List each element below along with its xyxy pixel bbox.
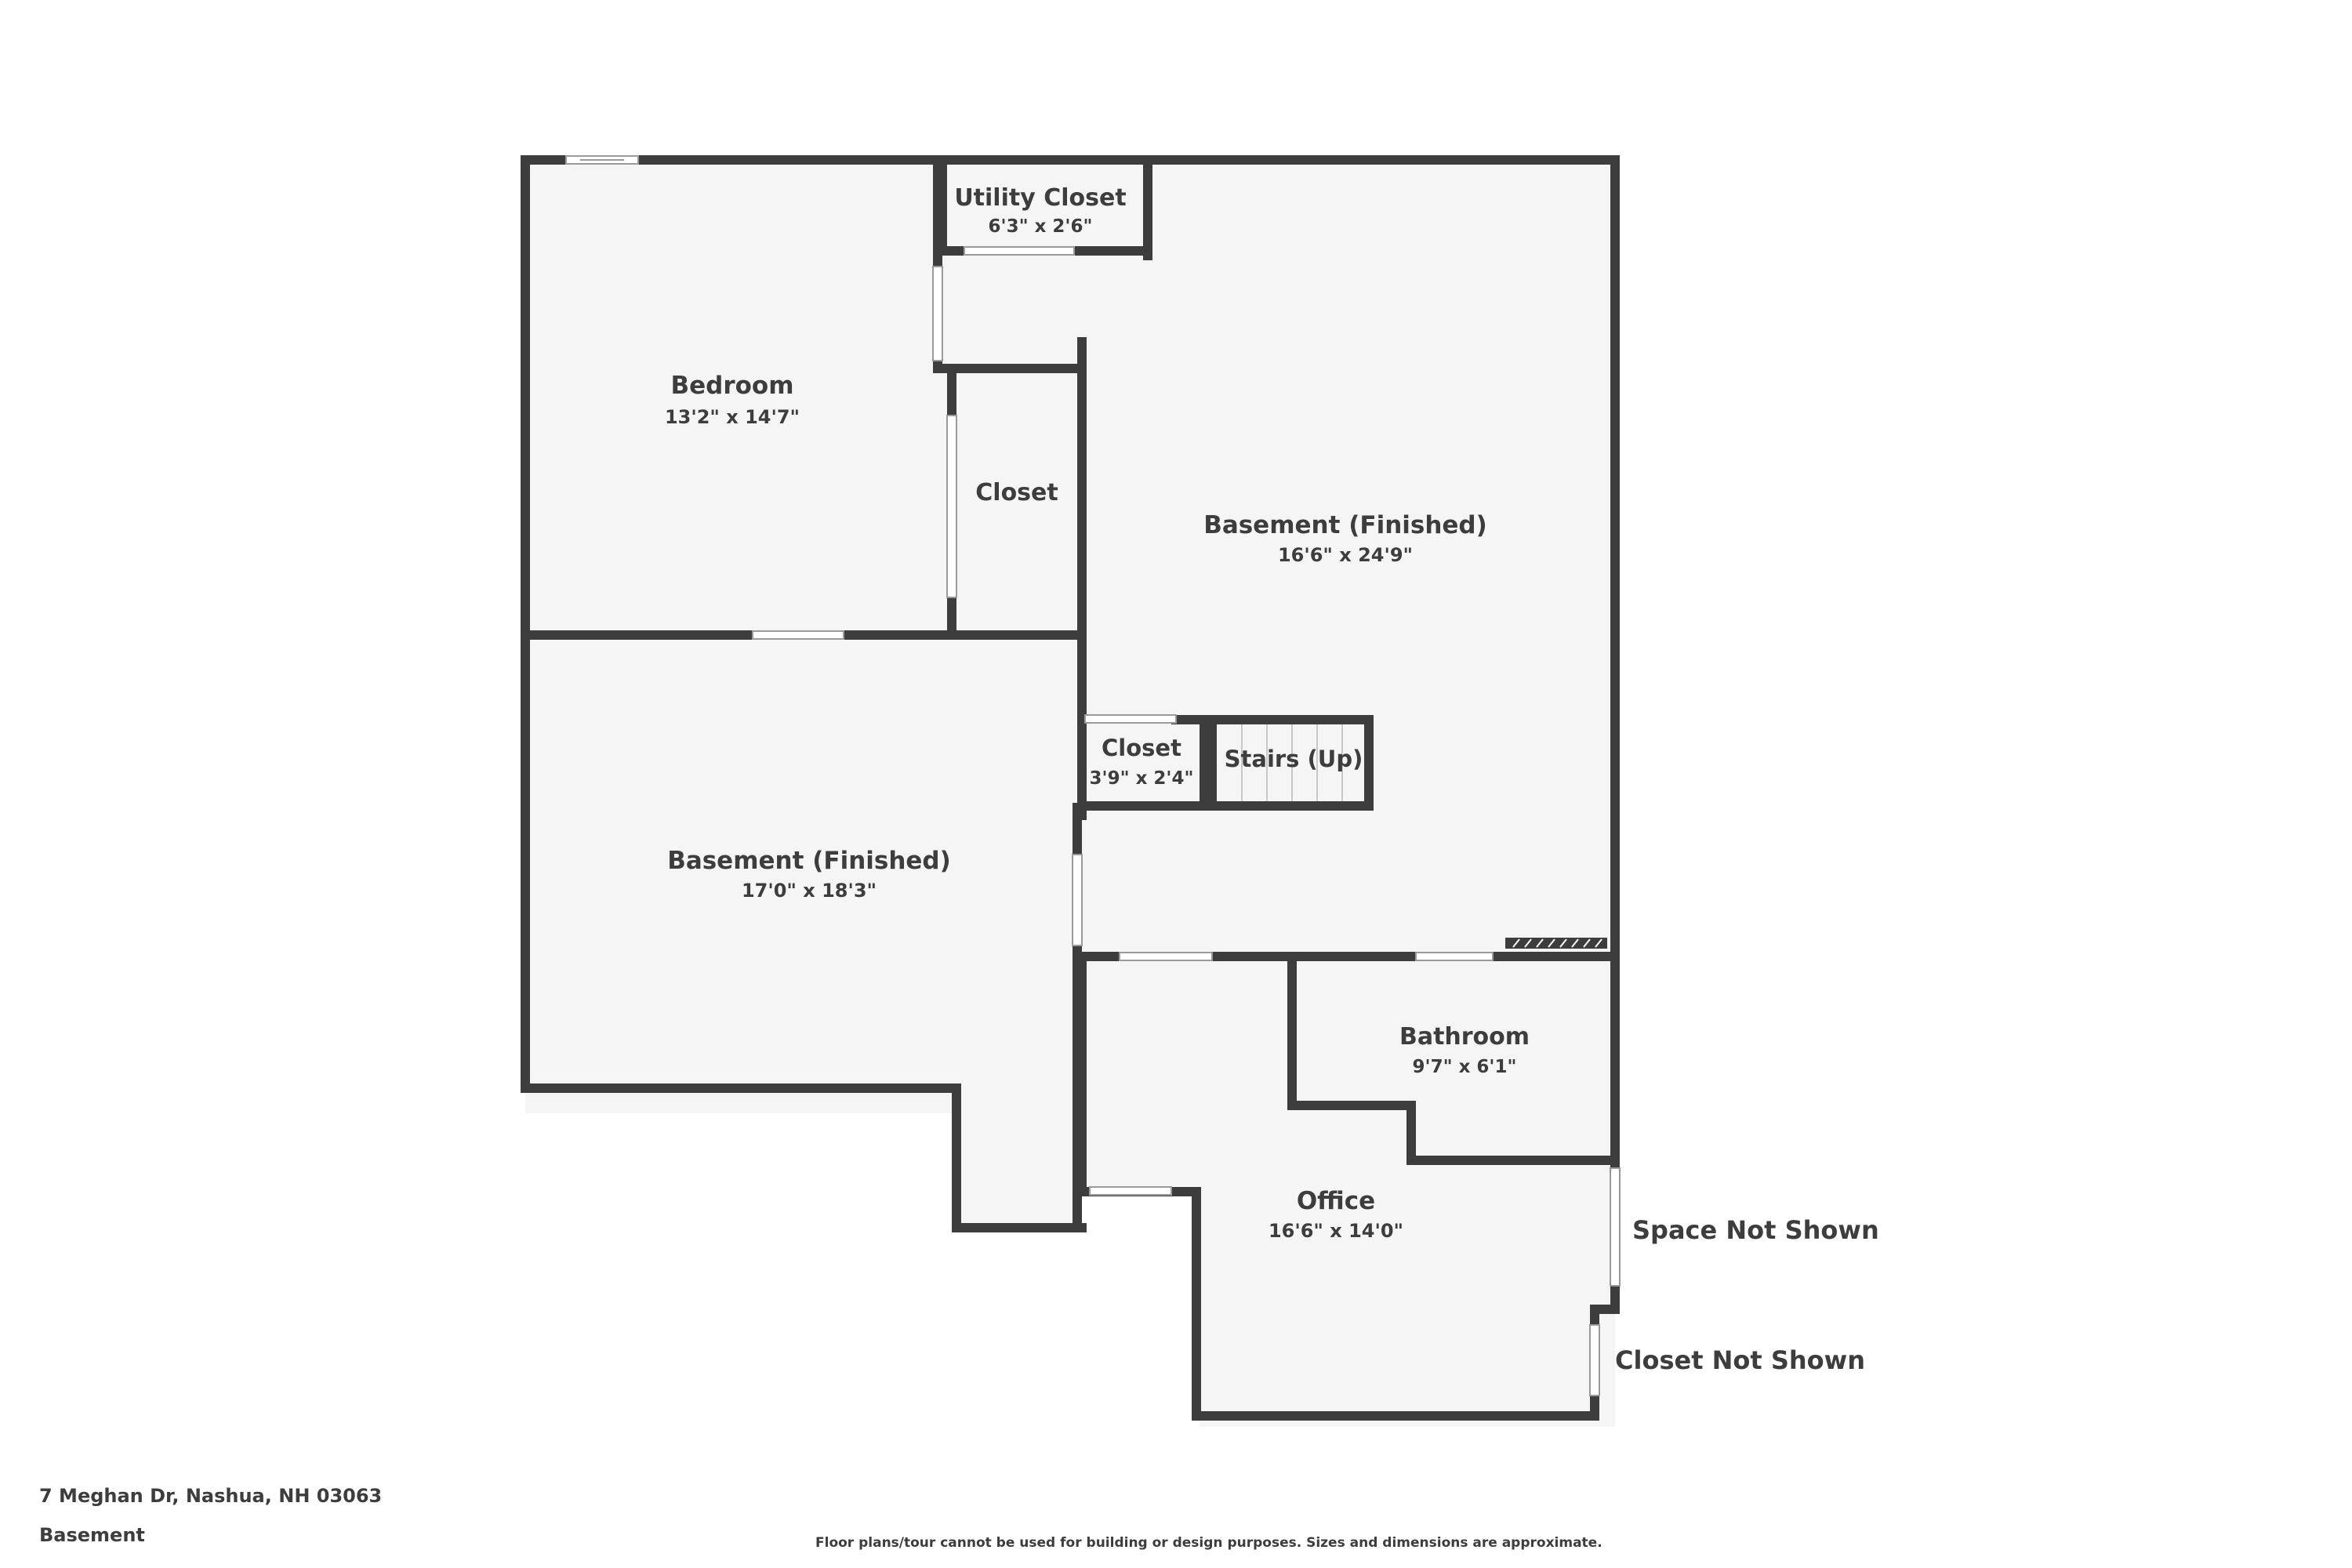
room-name-closet-bedroom: Closet [975, 479, 1058, 506]
room-dims-basement-right: 16'6" x 24'9" [1278, 544, 1413, 566]
stair-treads [1241, 724, 1343, 801]
walls [521, 155, 1620, 1421]
space-not-shown-label: Space Not Shown [1632, 1215, 1879, 1245]
room-dims-basement-left: 17'0" x 18'3" [742, 880, 877, 902]
room-name-bedroom: Bedroom [670, 372, 793, 400]
room-name-bathroom: Bathroom [1399, 1023, 1530, 1051]
room-dims-office: 16'6" x 14'0" [1269, 1220, 1403, 1242]
room-dims-utility-closet: 6'3" x 2'6" [989, 216, 1093, 237]
room-dims-bathroom: 9'7" x 6'1" [1413, 1057, 1517, 1077]
floor-fill [525, 160, 1615, 1427]
room-name-office: Office [1297, 1187, 1375, 1215]
radiator-hatch [1505, 938, 1607, 949]
openings [565, 155, 1621, 1396]
room-name-basement-right: Basement (Finished) [1203, 511, 1487, 539]
property-address: 7 Meghan Dr, Nashua, NH 03063 [39, 1485, 383, 1507]
floor-name: Basement [39, 1524, 145, 1546]
disclaimer-text: Floor plans/tour cannot be used for buil… [815, 1535, 1602, 1551]
room-name-basement-left: Basement (Finished) [667, 847, 951, 875]
closet-not-shown-label: Closet Not Shown [1615, 1345, 1865, 1375]
room-dims-closet-small: 3'9" x 2'4" [1090, 768, 1194, 789]
room-name-utility-closet: Utility Closet [954, 184, 1126, 212]
room-dims-bedroom: 13'2" x 14'7" [665, 406, 800, 428]
room-name-closet-small: Closet [1102, 735, 1181, 761]
room-name-stairs: Stairs (Up) [1225, 746, 1363, 772]
